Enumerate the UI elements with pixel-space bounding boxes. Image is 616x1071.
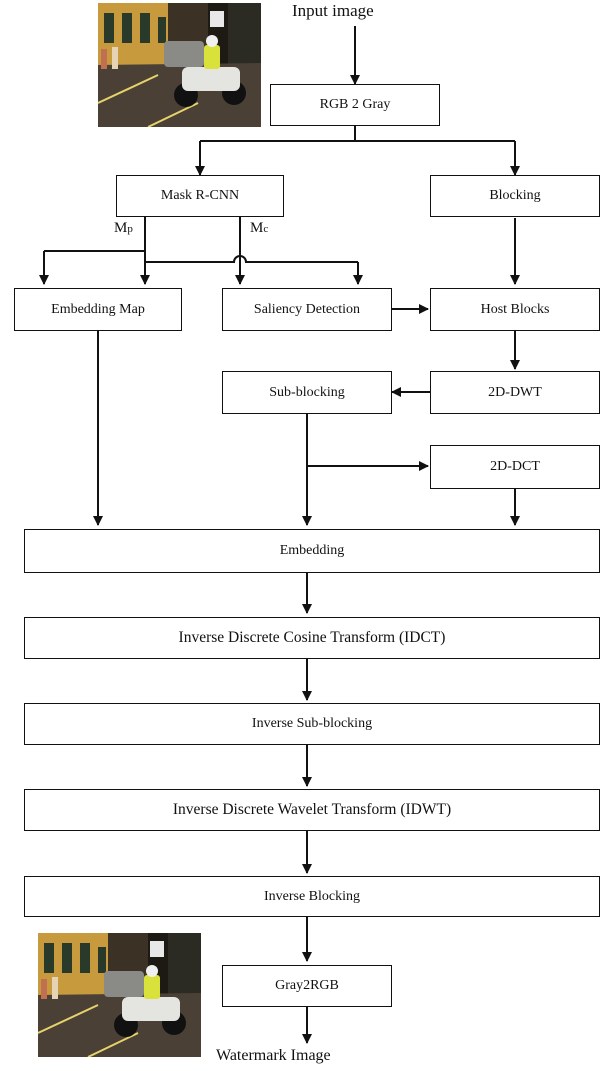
sub-blocking-box: Sub-blocking — [222, 371, 392, 414]
gray2rgb-text: Gray2RGB — [275, 978, 339, 993]
host-blocks-text: Host Blocks — [480, 301, 550, 317]
blocking-box: Blocking — [430, 175, 600, 217]
dwt-box: 2D-DWT — [430, 371, 600, 414]
idct-box: Inverse Discrete Cosine Transform (IDCT) — [24, 617, 600, 659]
rgb2gray-box: RGB 2 Gray — [270, 84, 440, 126]
embedding-text: Embedding — [279, 543, 345, 558]
idct-text: Inverse Discrete Cosine Transform (IDCT) — [178, 629, 446, 646]
watermark-image-label: Watermark Image — [216, 1047, 331, 1064]
rgb2gray-text: RGB 2 Gray — [319, 97, 391, 112]
mask-rcnn-text: Mask R-CNN — [160, 188, 240, 203]
watermark-photo — [38, 933, 201, 1057]
saliency-text: Saliency Detection — [253, 301, 361, 317]
mask-rcnn-box: Mask R-CNN — [116, 175, 284, 217]
sub-blocking-text: Sub-blocking — [269, 384, 345, 400]
gray2rgb-box: Gray2RGB — [222, 965, 392, 1007]
inverse-blocking-box: Inverse Blocking — [24, 876, 600, 917]
dct-box: 2D-DCT — [430, 445, 600, 489]
input-photo — [98, 3, 261, 127]
embedding-map-text: Embedding Map — [51, 301, 145, 317]
idwt-box: Inverse Discrete Wavelet Transform (IDWT… — [24, 789, 600, 831]
saliency-box: Saliency Detection — [222, 288, 392, 331]
inverse-sub-blocking-box: Inverse Sub-blocking — [24, 703, 600, 745]
dwt-text: 2D-DWT — [488, 384, 542, 400]
dct-text: 2D-DCT — [490, 459, 540, 474]
blocking-text: Blocking — [489, 188, 541, 203]
idwt-text: Inverse Discrete Wavelet Transform (IDWT… — [172, 801, 452, 818]
input-image-label: Input image — [292, 1, 374, 20]
mp-label: Mp — [114, 220, 133, 236]
host-blocks-box: Host Blocks — [430, 288, 600, 331]
mc-label: Mc — [250, 220, 269, 236]
inverse-blocking-text: Inverse Blocking — [263, 888, 361, 904]
embedding-box: Embedding — [24, 529, 600, 573]
inverse-sub-blocking-text: Inverse Sub-blocking — [251, 716, 373, 731]
embedding-map-box: Embedding Map — [14, 288, 182, 331]
